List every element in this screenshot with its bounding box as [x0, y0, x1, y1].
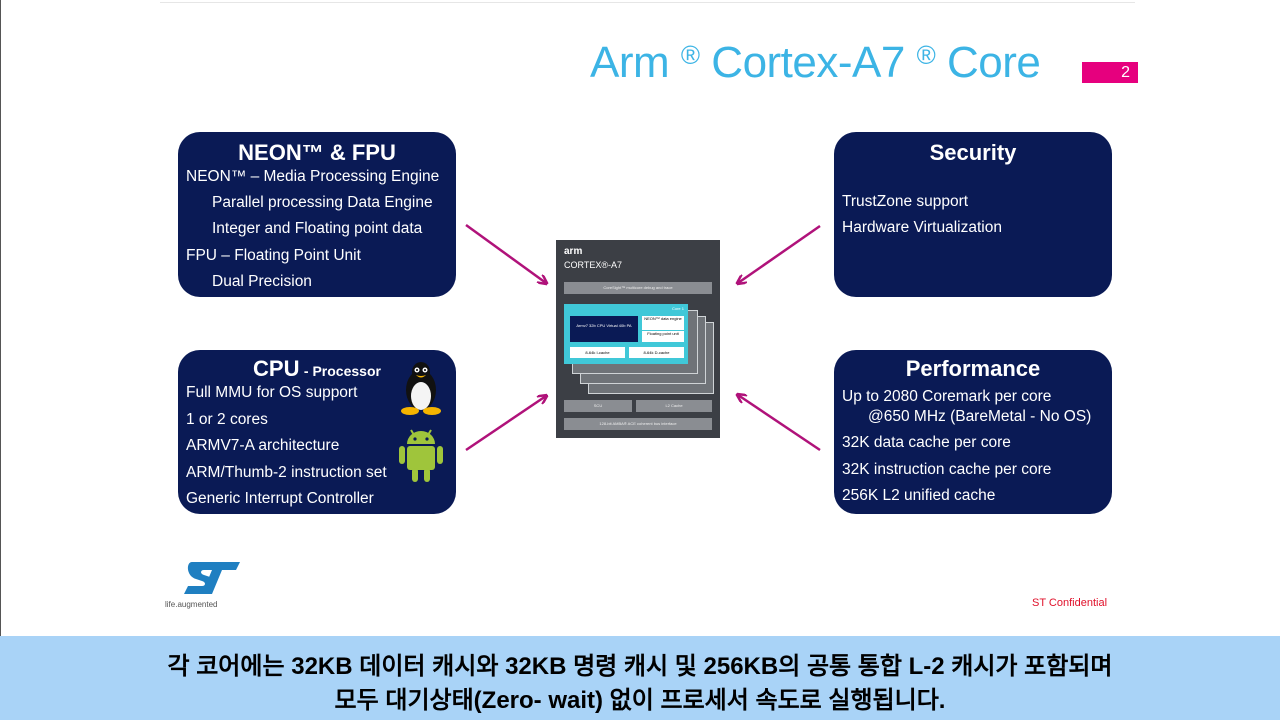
neon-fpu-box: NEON™ & FPU NEON™ – Media Processing Eng…	[178, 132, 456, 297]
perf-line-3: 32K data cache per core	[842, 434, 1011, 451]
cpu-line-1: Full MMU for OS support	[186, 384, 358, 401]
core-fp-block: Floating point unit	[642, 331, 684, 342]
cpu-title: CPU - Processor	[178, 356, 456, 382]
subtitle-line-2: 모두 대기상태(Zero- wait) 없이 프로세서 속도로 실행됩니다.	[334, 687, 946, 714]
neon-line-3: Integer and Floating point data	[212, 220, 423, 237]
title-part-arm: Arm	[590, 38, 681, 87]
perf-line-1: Up to 2080 Coremark per core	[842, 388, 1052, 405]
cpu-processor-box: CPU - Processor Full MMU for OS support …	[178, 350, 456, 514]
neon-fpu-title: NEON™ & FPU	[238, 140, 396, 165]
cpu-title-suffix: - Processor	[303, 363, 381, 379]
core-label: Core 1	[671, 306, 684, 311]
cpu-line-3: ARMV7-A architecture	[186, 437, 340, 454]
neon-line-4: FPU – Floating Point Unit	[186, 247, 361, 264]
core-icache-block: 8-64k I-cache	[570, 347, 625, 358]
perf-line-5: 256K L2 unified cache	[842, 487, 996, 504]
neon-line-1: NEON™ – Media Processing Engine	[186, 168, 440, 185]
confidential-label: ST Confidential	[1032, 597, 1108, 609]
slide-title: Arm ® Cortex-A7 ® Core	[590, 38, 1041, 88]
title-part-core: Core	[935, 38, 1041, 87]
slide-left-edge	[0, 0, 1, 636]
cpu-line-4: ARM/Thumb-2 instruction set	[186, 464, 387, 481]
core-front: Core 1 Armv7 32b CPU Virtual 40b PA NEON…	[564, 304, 688, 364]
cpu-title-main: CPU	[253, 356, 300, 381]
neon-line-2: Parallel processing Data Engine	[212, 194, 433, 211]
arrow-performance-to-chip	[738, 395, 821, 452]
chip-scu: SCU	[564, 400, 632, 412]
slide-top-rule	[160, 2, 1135, 3]
perf-line-2: @650 MHz (BareMetal - No OS)	[868, 408, 1092, 425]
connector-arrows	[465, 223, 821, 452]
core-neon-block: NEON™ data engine	[642, 316, 684, 330]
chip-name: CORTEX®-A7	[564, 260, 622, 270]
cortex-a7-block-diagram: arm CORTEX®-A7 CoreSight™ multicore debu…	[556, 240, 720, 438]
security-line-2: Hardware Virtualization	[842, 219, 1002, 236]
core-dcache-block: 8-64k D-cache	[629, 347, 684, 358]
linux-tux-icon	[401, 362, 441, 415]
security-title: Security	[929, 140, 1017, 165]
cpu-line-5: Generic Interrupt Controller	[186, 490, 374, 507]
core-cpu-block: Armv7 32b CPU Virtual 40b PA	[570, 316, 638, 342]
subtitle-line-1: 각 코어에는 32KB 데이터 캐시와 32KB 명령 캐시 및 256KB의 …	[167, 653, 1113, 680]
security-line-1: TrustZone support	[842, 193, 969, 210]
cpu-line-2: 1 or 2 cores	[186, 411, 268, 428]
chip-bus-interface: 128-bit AMBA® ACE coherent bus interface	[564, 418, 712, 430]
performance-box: Performance Up to 2080 Coremark per core…	[834, 350, 1112, 514]
arrow-security-to-chip	[738, 224, 821, 283]
perf-line-4: 32K instruction cache per core	[842, 461, 1052, 478]
title-registered-1: ®	[680, 40, 700, 70]
android-icon	[399, 429, 443, 482]
title-registered-2: ®	[916, 40, 936, 70]
title-part-cortex: Cortex-A7	[699, 38, 917, 87]
chip-brand: arm	[564, 246, 583, 257]
chip-coresight-bar: CoreSight™ multicore debug and trace	[564, 282, 712, 294]
performance-title: Performance	[905, 356, 1041, 381]
page-number-tag: 2	[1082, 62, 1138, 83]
logo-tagline: life.augmented	[165, 600, 218, 609]
arrow-cpu-to-chip	[465, 396, 546, 452]
st-logo-icon	[184, 562, 240, 594]
security-box: Security TrustZone support Hardware Virt…	[834, 132, 1112, 297]
subtitle-bar: 각 코어에는 32KB 데이터 캐시와 32KB 명령 캐시 및 256KB의 …	[0, 636, 1280, 720]
arrow-neon-to-chip	[465, 223, 546, 283]
neon-line-5: Dual Precision	[212, 273, 312, 290]
chip-l2-cache: L2 Cache	[636, 400, 712, 412]
